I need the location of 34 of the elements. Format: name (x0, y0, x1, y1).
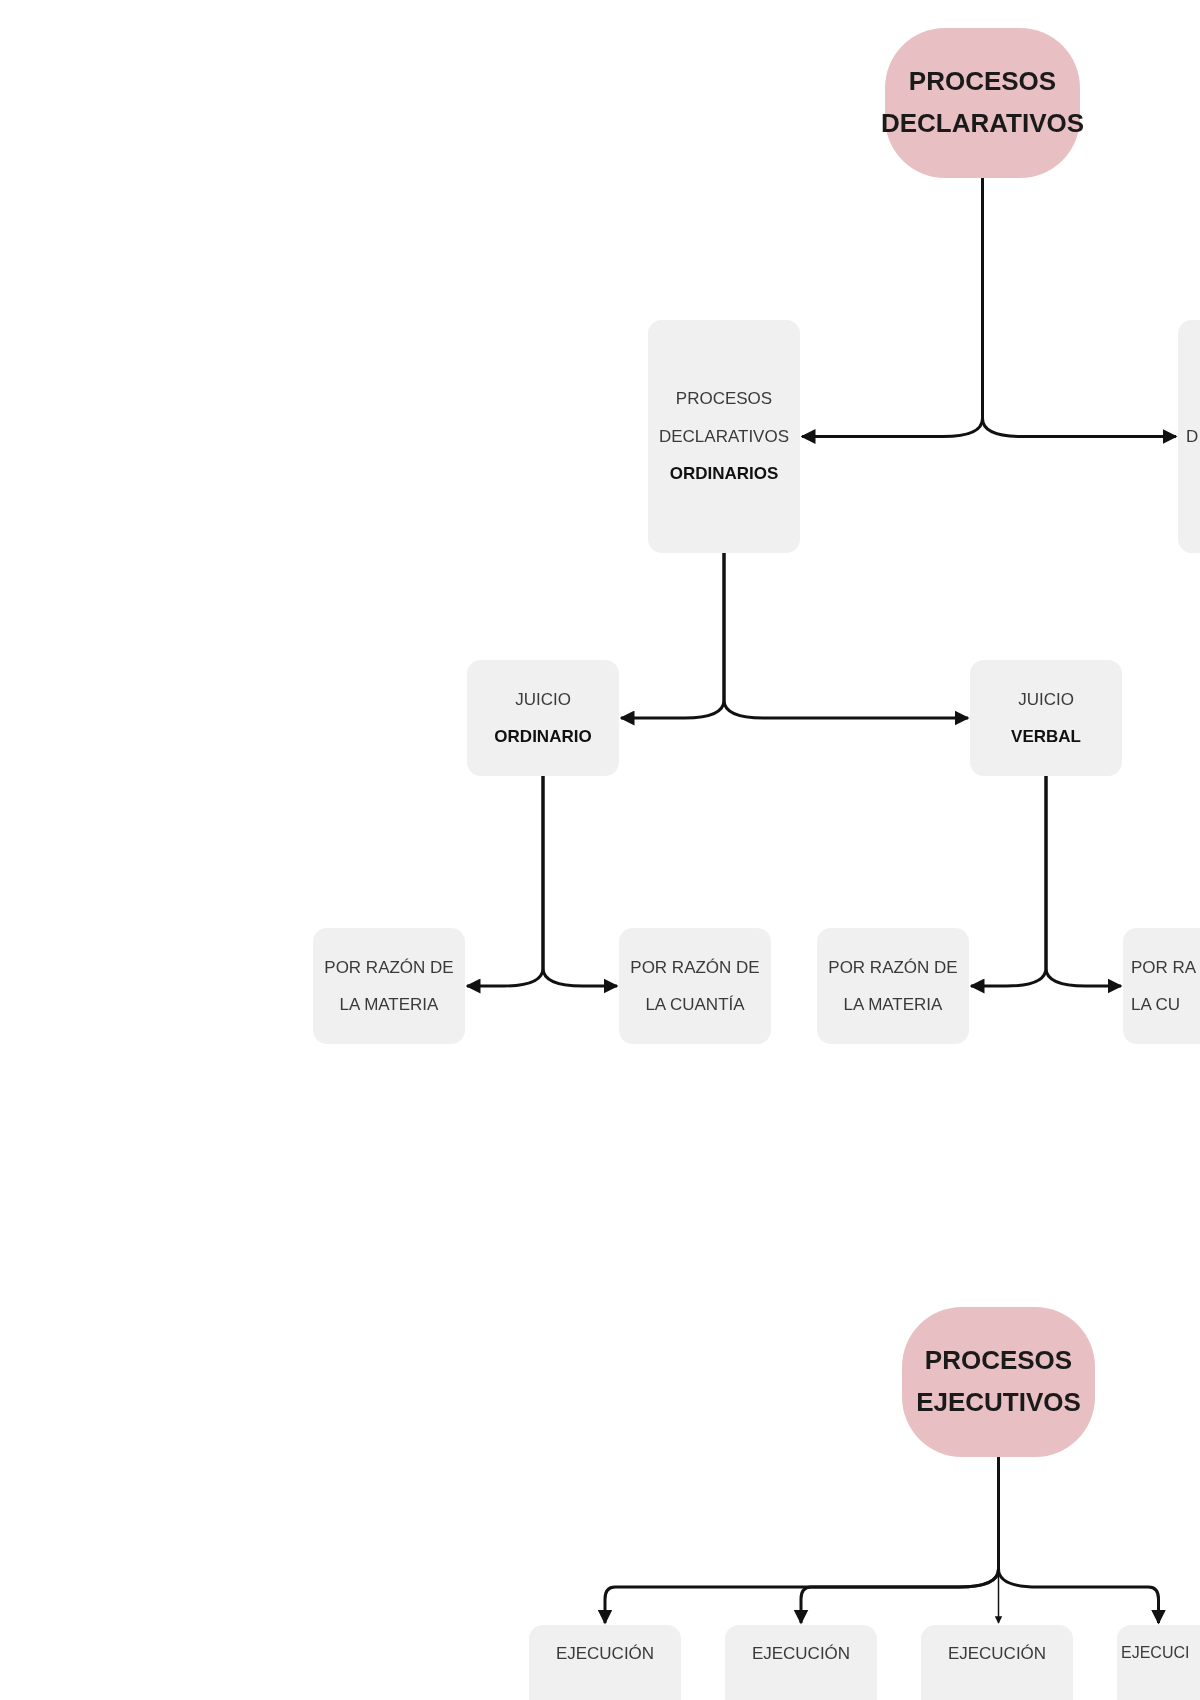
process-box (725, 1625, 877, 1700)
process-box (619, 928, 771, 1044)
arrow (997, 1457, 1166, 1625)
process-box (1123, 928, 1200, 1044)
box-text: D (1186, 425, 1200, 448)
process-box (1178, 320, 1200, 553)
box-text: JUICIO (1018, 688, 1074, 711)
arrow (1044, 776, 1123, 994)
process-box (467, 660, 619, 776)
process-box (313, 928, 465, 1044)
box-text: EJECUCI (1121, 1643, 1190, 1663)
box-text: ORDINARIOS (669, 463, 779, 486)
box-text: POR RAZÓN DE LA MATERIA (827, 956, 959, 1016)
arrow (981, 178, 1178, 444)
box-text: EJECUCIÓN (947, 1643, 1047, 1665)
process-box (529, 1625, 681, 1700)
box-text: PROCESOS EJECUTIVOS (915, 1344, 1082, 1419)
process-box (1117, 1625, 1200, 1700)
box-text: EJECUCIÓN (751, 1643, 851, 1665)
process-box (817, 928, 969, 1044)
arrow (722, 553, 970, 726)
box-text: POR RAZÓN DE LA MATERIA (323, 956, 455, 1016)
box-text: ORDINARIO (494, 726, 592, 748)
box-text: PROCESOS DECLARATIVOS (880, 65, 1085, 140)
box-text: POR RAZÓN DE LA CUANTÍA (629, 956, 761, 1016)
arrow (541, 776, 619, 994)
process-box (970, 660, 1122, 776)
box-text: JUICIO (515, 688, 571, 711)
box-text: EJECUCIÓN (555, 1643, 655, 1665)
process-box (648, 320, 800, 553)
box-text: VERBAL (1011, 726, 1081, 748)
process-box (921, 1625, 1073, 1700)
box-text: POR RA LA CU (1131, 956, 1197, 1016)
box-text: PROCESOS DECLARATIVOS (657, 388, 791, 448)
